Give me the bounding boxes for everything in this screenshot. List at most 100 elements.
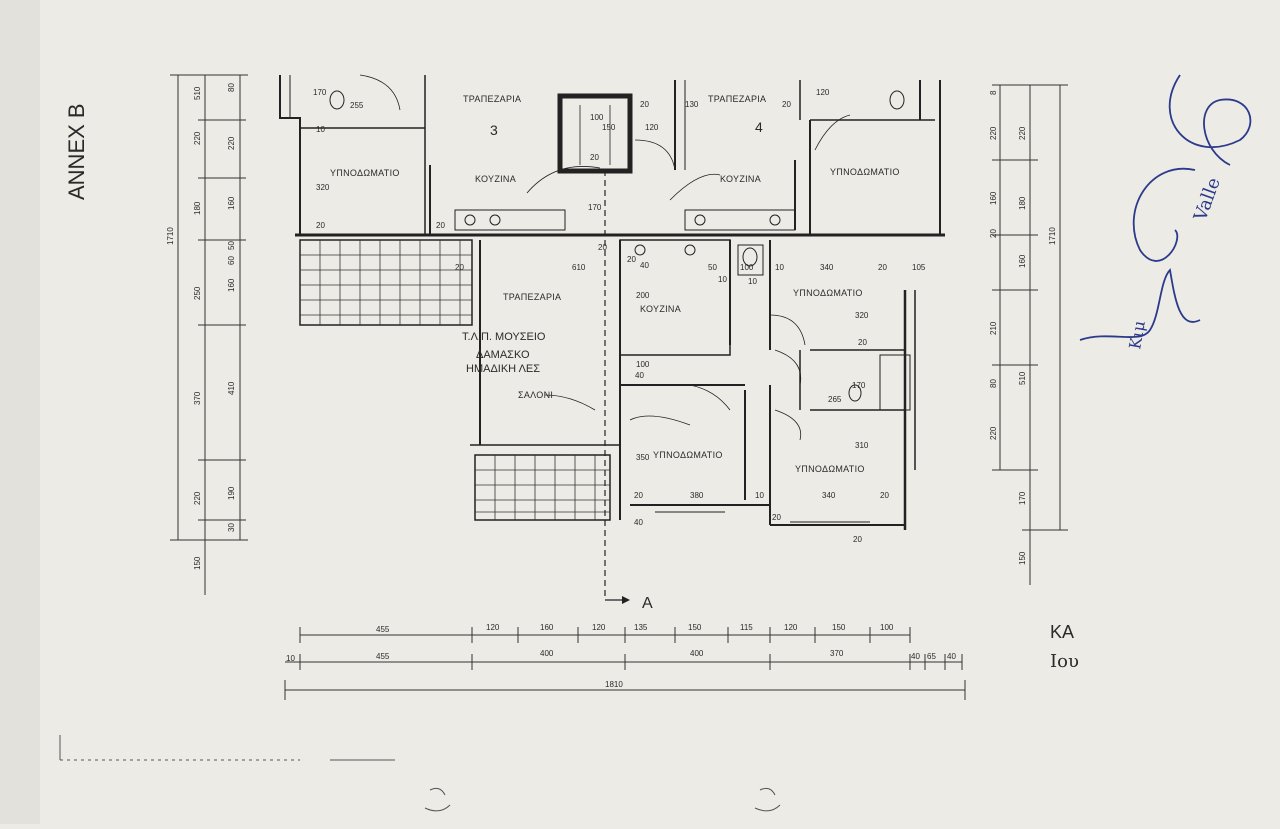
right-dim: 160: [1018, 254, 1027, 268]
left-dim: 410: [227, 381, 236, 395]
plan-dim: 20: [590, 153, 599, 162]
plan-dim: 10: [718, 275, 727, 284]
right-dim: 510: [1018, 371, 1027, 385]
plan-dim: 10: [755, 491, 764, 500]
plan-dim: 20: [316, 221, 325, 230]
plan-dim: 20: [436, 221, 445, 230]
left-dim: 80: [227, 83, 236, 92]
bottom-dim: 65: [927, 652, 936, 661]
right-dim: 220: [1018, 126, 1027, 140]
right-dim: 170: [1018, 491, 1027, 505]
plan-dim: 20: [627, 255, 636, 264]
right-dim: 160: [989, 191, 998, 205]
plan-dim: 10: [775, 263, 784, 272]
bottom-dim: 100: [880, 623, 894, 632]
balcony-grid-south: [475, 455, 610, 520]
plan-dim: 350: [636, 453, 650, 462]
right-dim: 20: [989, 229, 998, 238]
plan-dim: 610: [572, 263, 586, 272]
plan-dim: 200: [636, 291, 650, 300]
apartment-number-4: 4: [755, 119, 763, 135]
plan-dim: 40: [634, 518, 643, 527]
left-dim: 510: [193, 86, 202, 100]
bottom-dim: 40: [947, 652, 956, 661]
bottom-dim: 120: [592, 623, 606, 632]
right-dim: 220: [989, 126, 998, 140]
bottom-dim: 455: [376, 625, 390, 634]
left-dim: 180: [193, 201, 202, 215]
right-dim: 8: [989, 90, 998, 95]
plan-dim: 310: [855, 441, 869, 450]
plan-dim: 380: [690, 491, 704, 500]
plan-dim: 130: [685, 100, 699, 109]
right-dim: 180: [1018, 196, 1027, 210]
plan-dim: 20: [878, 263, 887, 272]
plan-dim: 20: [772, 513, 781, 522]
bottom-dim: 150: [688, 623, 702, 632]
room-label-living: ΣΑΛΟΝΙ: [518, 390, 553, 400]
room-label-bedroom-east: ΥΠΝΟΔΩΜΑΤΙΟ: [793, 288, 863, 298]
signature-text: Κιμ: [1125, 319, 1149, 350]
plan-dim: 170: [313, 88, 327, 97]
left-dim: 160: [227, 278, 236, 292]
left-dim: 190: [227, 486, 236, 500]
right-dim: 150: [1018, 551, 1027, 565]
balcony-grid-west: [300, 240, 472, 325]
signature-mark: [1079, 74, 1252, 341]
right-dimension-lines: [992, 84, 1068, 585]
plan-dim: 20: [598, 243, 607, 252]
room-label-kitchen-3: ΚΟΥΖΙΝΑ: [475, 174, 516, 184]
plan-dim: 10: [316, 125, 325, 134]
plan-dim: 100: [590, 113, 604, 122]
plan-dim: 255: [350, 101, 364, 110]
plan-dim: 265: [828, 395, 842, 404]
stamp-line: Τ.Λ.Π. ΜΟΥΣΕΙΟ: [462, 331, 546, 343]
room-label-dining-main: ΤΡΑΠΕΖΑΡΙΑ: [503, 292, 561, 302]
room-label-bedroom-southeast: ΥΠΝΟΔΩΜΑΤΙΟ: [795, 464, 865, 474]
plan-dim: 120: [816, 88, 830, 97]
left-dim: 250: [193, 286, 202, 300]
plan-dim: 20: [853, 535, 862, 544]
plan-dim: 150: [602, 123, 616, 132]
bottom-dim: 40: [911, 652, 920, 661]
corner-text-top: ΚΑ: [1050, 622, 1074, 642]
section-marker: A: [642, 595, 653, 612]
room-label-kitchen-main: ΚΟΥΖΙΝΑ: [640, 304, 681, 314]
plan-dim: 20: [880, 491, 889, 500]
right-dim: 220: [989, 426, 998, 440]
left-dim: 220: [193, 491, 202, 505]
left-dim: 150: [193, 556, 202, 570]
corner-text-bottom: Ιου: [1050, 651, 1079, 672]
bottom-dim: 115: [740, 623, 753, 632]
bottom-dim: 120: [784, 623, 798, 632]
plan-dim: 320: [316, 183, 330, 192]
section-arrow-icon: [622, 596, 630, 604]
bottom-dim: 120: [486, 623, 500, 632]
annex-label: ANNEX B: [64, 103, 89, 200]
apartment-number-3: 3: [490, 122, 498, 138]
plan-dimension-labels: 255 170 10 320 20 20 20 100 150 120 20 1…: [313, 88, 926, 544]
plan-dim: 170: [852, 381, 866, 390]
bottom-dimension-lines: [284, 627, 966, 700]
plan-walls: [279, 74, 945, 530]
plan-dim: 105: [912, 263, 926, 272]
plan-dim: 50: [708, 263, 717, 272]
room-label-dining-3: ΤΡΑΠΕΖΑΡΙΑ: [463, 94, 521, 104]
plan-dim: 120: [645, 123, 659, 132]
bottom-dim: 370: [830, 649, 844, 658]
plan-dim: 20: [782, 100, 791, 109]
plan-dim: 20: [858, 338, 867, 347]
plan-dim: 20: [455, 263, 464, 272]
right-dim-total: 1710: [1048, 227, 1057, 245]
plan-dim: 320: [855, 311, 869, 320]
plan-dim: 100: [740, 263, 754, 272]
plan-dim: 10: [748, 277, 757, 286]
left-dim: 160: [227, 196, 236, 210]
bottom-dim: 400: [690, 649, 704, 658]
plan-dim: 100: [636, 360, 650, 369]
left-dim-total: 1710: [166, 227, 175, 245]
left-dim: 50: [227, 241, 236, 250]
stamp: Τ.Λ.Π. ΜΟΥΣΕΙΟ ΔΑΜΑΣΚΟ ΗΜΑΔΙΚΗ ΛΕΣ: [462, 331, 546, 375]
